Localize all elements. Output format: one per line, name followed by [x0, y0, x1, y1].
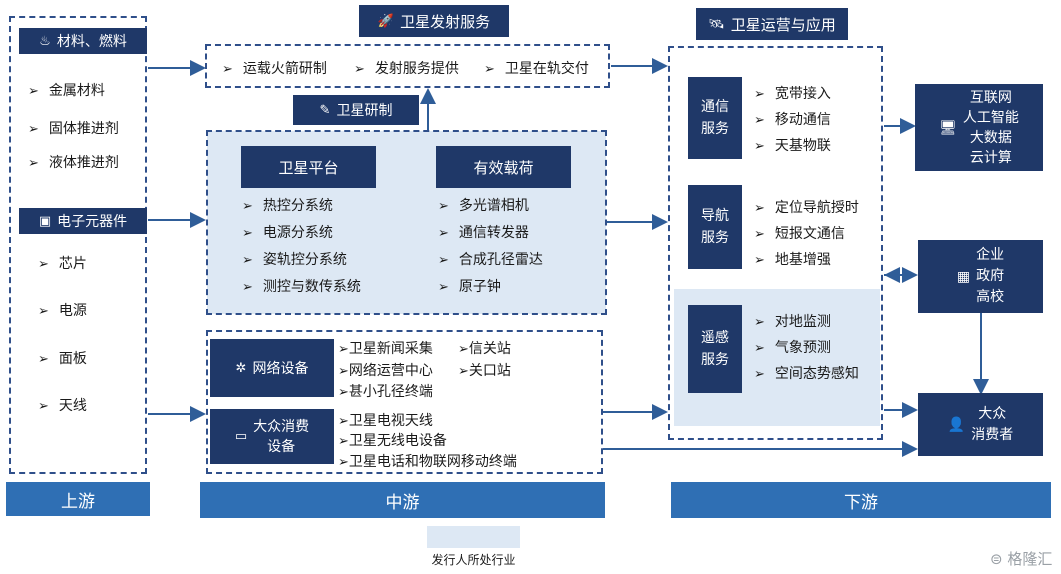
list-item: ➢固体推进剂 — [28, 121, 119, 137]
watermark-logo-icon: ⊜ — [990, 550, 1003, 568]
list-item: ➢移动通信 — [754, 112, 831, 128]
customer-label: 人工智能 — [962, 109, 1019, 126]
list-item: ➢卫星电话和物联网移动终端 — [338, 454, 517, 470]
rs-header-line1: 遥感 — [701, 330, 729, 346]
customer-label: 云计算 — [969, 149, 1012, 166]
downstream-title: 🛰 卫星运营与应用 — [696, 8, 848, 40]
building-icon: ▦ — [956, 268, 971, 285]
list-item: ➢定位导航授时 — [754, 200, 859, 216]
consumer-customers: 👤 大众 消费者 — [918, 393, 1043, 456]
list-item: ➢测控与数传系统 — [242, 279, 361, 295]
list-item: ➢短报文通信 — [754, 226, 845, 242]
launch-box — [205, 44, 610, 88]
legend-swatch — [427, 526, 520, 548]
network-icon: ✲ — [235, 360, 247, 376]
network-header-label: 网络设备 — [252, 361, 309, 377]
research-title: ✎ 卫星研制 — [293, 95, 419, 125]
watermark: ⊜ 格隆汇 — [990, 548, 1052, 569]
upstream-box — [9, 16, 147, 474]
materials-header: ♨ 材料、燃料 — [19, 28, 147, 54]
internet-customers: 🖥 互联网 人工智能 大数据 云计算 — [915, 84, 1043, 171]
list-item: ➢多光谱相机 — [438, 198, 529, 214]
list-item: ➢原子钟 — [438, 279, 501, 295]
network-header: ✲ 网络设备 — [210, 339, 334, 397]
consumer-device-header-line1: 大众消费 — [253, 418, 310, 435]
customer-label: 企业 — [976, 247, 1005, 263]
list-item: ➢电源 — [38, 303, 87, 319]
launch-title: 🚀 卫星发射服务 — [359, 5, 509, 37]
nav-header-line1: 导航 — [701, 208, 729, 224]
comm-header-line2: 服务 — [701, 121, 729, 137]
list-item: ➢运载火箭研制 — [222, 61, 327, 77]
platform-header: 卫星平台 — [241, 146, 376, 188]
electronics-header-label: 电子元器件 — [57, 214, 128, 230]
comm-header: 通信 服务 — [688, 77, 742, 159]
nav-header-line2: 服务 — [701, 230, 729, 246]
customer-label: 消费者 — [971, 426, 1014, 443]
list-item: ➢对地监测 — [754, 314, 831, 330]
research-title-label: 卫星研制 — [336, 103, 393, 119]
list-item: ➢发射服务提供 — [354, 61, 459, 77]
list-item: ➢面板 — [38, 351, 87, 367]
list-item: ➢姿轨控分系统 — [242, 252, 347, 268]
list-item: ➢合成孔径雷达 — [438, 252, 543, 268]
consumer-device-header-line2: 设备 — [267, 438, 296, 455]
list-item: ➢甚小孔径终端 — [338, 384, 433, 400]
list-item: ➢通信转发器 — [438, 225, 529, 241]
list-item: ➢信关站 — [458, 341, 511, 357]
user-icon: 👤 — [947, 416, 966, 433]
customer-label: 政府 — [976, 268, 1005, 284]
list-item: ➢关口站 — [458, 363, 511, 379]
list-item: ➢地基增强 — [754, 252, 831, 268]
rocket-icon: 🚀 — [377, 13, 395, 29]
customer-label: 大众 — [978, 405, 1007, 422]
list-item: ➢空间态势感知 — [754, 366, 859, 382]
nav-header: 导航 服务 — [688, 185, 742, 269]
rs-header: 遥感 服务 — [688, 305, 742, 393]
downstream-box — [668, 46, 883, 440]
downstream-title-label: 卫星运营与应用 — [730, 15, 836, 34]
list-item: ➢热控分系统 — [242, 198, 333, 214]
list-item: ➢卫星电视天线 — [338, 413, 433, 429]
legend-label: 发行人所处行业 — [431, 553, 516, 567]
consumer-device-header: ▭ 大众消费 设备 — [210, 409, 334, 464]
list-item: ➢天基物联 — [754, 138, 831, 154]
customer-label: 大数据 — [969, 129, 1012, 146]
list-item: ➢网络运营中心 — [338, 363, 433, 379]
list-item: ➢金属材料 — [28, 83, 105, 99]
upstream-band: 上游 — [6, 482, 150, 516]
midstream-band: 中游 — [200, 482, 605, 518]
ruler-icon: ✎ — [319, 102, 331, 118]
payload-header: 有效载荷 — [436, 146, 571, 188]
list-item: ➢宽带接入 — [754, 86, 831, 102]
list-item: ➢气象预测 — [754, 340, 831, 356]
list-item: ➢电源分系统 — [242, 225, 333, 241]
list-item: ➢卫星在轨交付 — [484, 61, 589, 77]
launch-title-label: 卫星发射服务 — [400, 12, 491, 31]
list-item: ➢卫星无线电设备 — [338, 433, 447, 449]
computer-icon: 🖥 — [939, 119, 957, 136]
list-item: ➢芯片 — [38, 256, 87, 272]
comm-header-line1: 通信 — [701, 99, 729, 115]
watermark-text: 格隆汇 — [1007, 550, 1053, 568]
list-item: ➢液体推进剂 — [28, 155, 119, 171]
enterprise-customers: ▦ 企业 政府 高校 — [918, 240, 1043, 313]
flame-icon: ♨ — [39, 33, 51, 49]
list-item: ➢卫星新闻采集 — [338, 341, 433, 357]
customer-label: 互联网 — [969, 89, 1012, 106]
equipment-box — [206, 330, 603, 474]
chip-icon: ▣ — [38, 213, 52, 229]
electronics-header: ▣ 电子元器件 — [19, 208, 147, 234]
rs-header-line2: 服务 — [701, 352, 729, 368]
list-item: ➢天线 — [38, 398, 87, 414]
materials-header-label: 材料、燃料 — [56, 34, 127, 50]
downstream-band: 下游 — [671, 482, 1051, 518]
customer-label: 高校 — [976, 289, 1005, 305]
research-box — [206, 130, 607, 315]
monitor-icon: ▭ — [234, 429, 248, 444]
satellite-icon: 🛰 — [708, 16, 725, 32]
